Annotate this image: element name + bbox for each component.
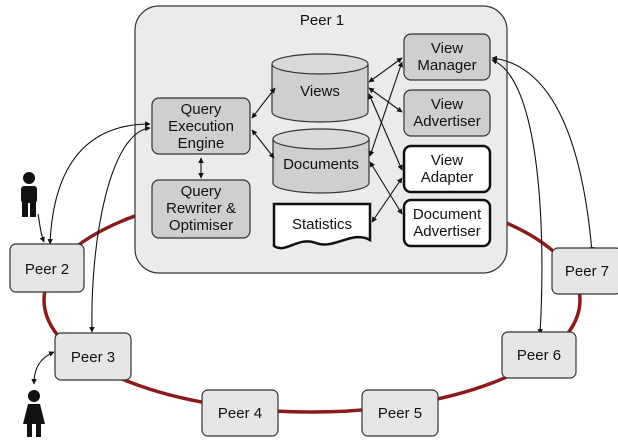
document-advertiser-line-1: Document: [413, 206, 482, 223]
qee-line-1: Query: [181, 101, 222, 118]
internal-arrows: [198, 57, 404, 223]
peer-3-label: Peer 3: [71, 349, 115, 366]
qro-line-2: Rewriter &: [166, 200, 236, 217]
documents-database: Documents: [272, 128, 370, 194]
peer-6-label: Peer 6: [517, 347, 561, 364]
document-advertiser-line-2: Advertiser: [413, 223, 481, 240]
statistics-label: Statistics: [292, 216, 352, 233]
view-adapter-line-2: Adapter: [421, 169, 474, 186]
view-manager-line-2: Manager: [417, 57, 476, 74]
view-advertiser: View Advertiser: [403, 89, 491, 137]
view-advertiser-line-1: View: [431, 96, 463, 113]
statistics-document: Statistics: [272, 202, 372, 250]
query-execution-engine: Query Execution Engine: [151, 97, 251, 155]
qee-line-2: Execution: [168, 118, 234, 135]
views-label: Views: [300, 83, 340, 100]
view-manager: View Manager: [403, 33, 491, 81]
view-adapter-line-1: View: [431, 152, 463, 169]
query-rewriter-optimiser: Query Rewriter & Optimiser: [151, 179, 251, 239]
view-adapter: View Adapter: [402, 144, 492, 194]
male-user-icon: [21, 172, 37, 217]
female-user-icon: [23, 390, 45, 437]
document-advertiser: Document Advertiser: [402, 198, 492, 248]
peer-4-node: Peer 4: [201, 389, 279, 437]
peer-7-node: Peer 7: [551, 247, 618, 295]
view-manager-line-1: View: [431, 40, 463, 57]
peer-7-label: Peer 7: [565, 263, 609, 280]
peer-2-node: Peer 2: [9, 243, 85, 293]
peer-4-label: Peer 4: [218, 405, 262, 422]
documents-label: Documents: [283, 156, 359, 173]
peer-arrows: [31, 55, 595, 385]
peer-1-title: Peer 1: [300, 12, 344, 29]
qro-line-3: Optimiser: [169, 217, 233, 234]
peer-5-label: Peer 5: [378, 405, 422, 422]
qee-line-3: Engine: [178, 135, 225, 152]
view-advertiser-line-2: Advertiser: [413, 113, 481, 130]
qro-line-1: Query: [181, 183, 222, 200]
peer-6-node: Peer 6: [501, 331, 577, 379]
peer-3-node: Peer 3: [54, 332, 132, 381]
views-database: Views: [271, 53, 369, 123]
peer-2-label: Peer 2: [25, 261, 69, 278]
peer-5-node: Peer 5: [361, 389, 439, 437]
